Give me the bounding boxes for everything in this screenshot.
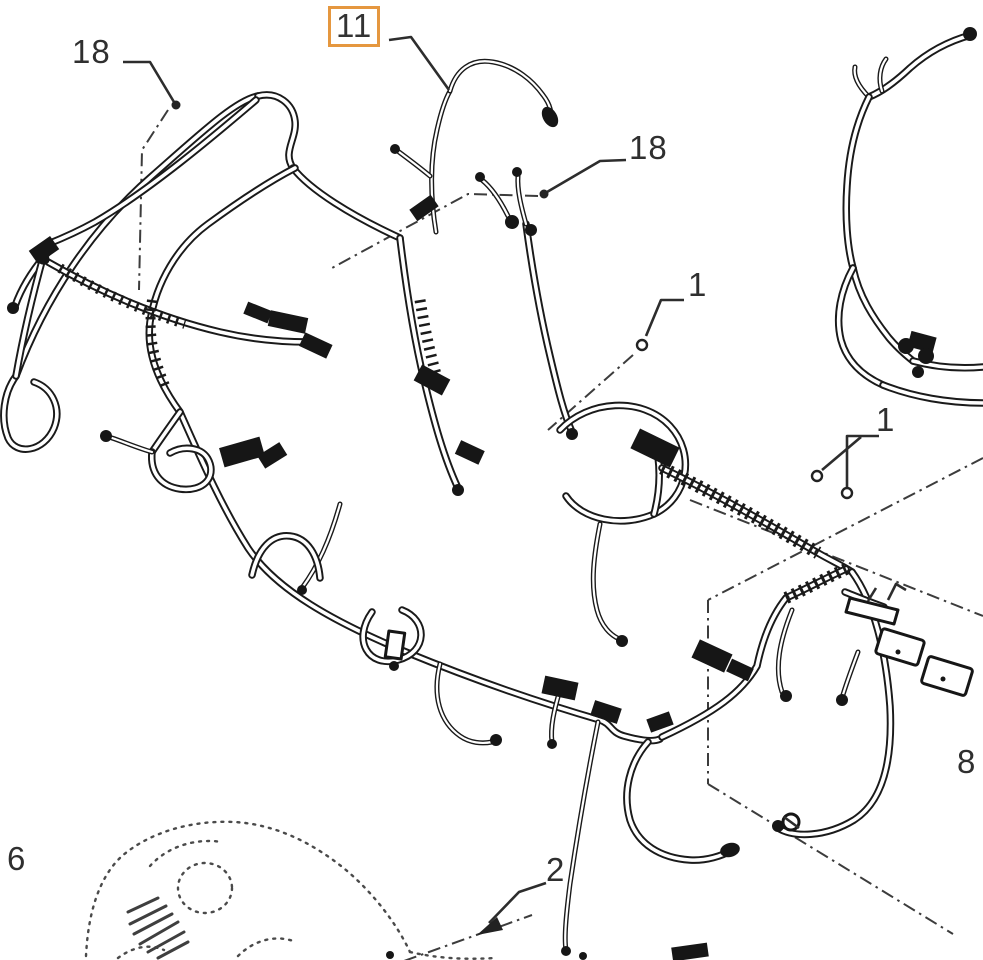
callout-2[interactable]: 2 — [546, 851, 566, 888]
engine-ghost-outline — [84, 820, 496, 960]
corrugated-sleeves — [57, 263, 849, 604]
leader-2 — [488, 881, 547, 924]
leader-11 — [388, 35, 451, 91]
callout-18-middle[interactable]: 18 — [629, 129, 668, 166]
small-connector — [383, 629, 407, 661]
reference-dashdot-lines — [138, 109, 983, 960]
leader-1-middle — [644, 298, 684, 337]
terminal-box — [920, 655, 974, 697]
callout-8[interactable]: 8 — [957, 743, 977, 780]
leader-18-left — [123, 60, 176, 103]
callout-leaders — [123, 35, 879, 935]
leader-18-middle — [546, 158, 627, 194]
callout-1-middle[interactable]: 1 — [688, 266, 708, 303]
dashdot-line — [331, 192, 539, 269]
corrugated-tube — [783, 563, 849, 604]
leader-2-arrowhead — [477, 917, 503, 935]
callout-1-right[interactable]: 1 — [876, 401, 896, 438]
segmented-sleeve — [57, 263, 187, 329]
terminal-box — [874, 627, 926, 667]
leader-1-right — [845, 434, 879, 487]
bracket-prong — [886, 582, 907, 601]
dashdot-line — [689, 499, 983, 617]
callout-6[interactable]: 6 — [7, 840, 27, 877]
bracket-post — [866, 587, 878, 602]
dashdot-line — [547, 354, 634, 431]
segmented-sleeve — [145, 299, 171, 391]
engine-hatching — [126, 896, 190, 960]
callout-11-selected[interactable]: 11 — [328, 6, 381, 47]
outlined-parts — [383, 582, 974, 832]
dashdot-line — [707, 783, 954, 935]
harness-connectors — [7, 27, 977, 960]
callout-18-left[interactable]: 18 — [72, 33, 111, 70]
dashdot-line — [138, 109, 169, 291]
mounting-bracket — [844, 596, 900, 626]
dashdot-line — [403, 914, 533, 960]
leader-1-right-branch — [821, 436, 862, 471]
main-harness-tubes — [4, 35, 983, 950]
dashdot-line — [707, 457, 983, 601]
